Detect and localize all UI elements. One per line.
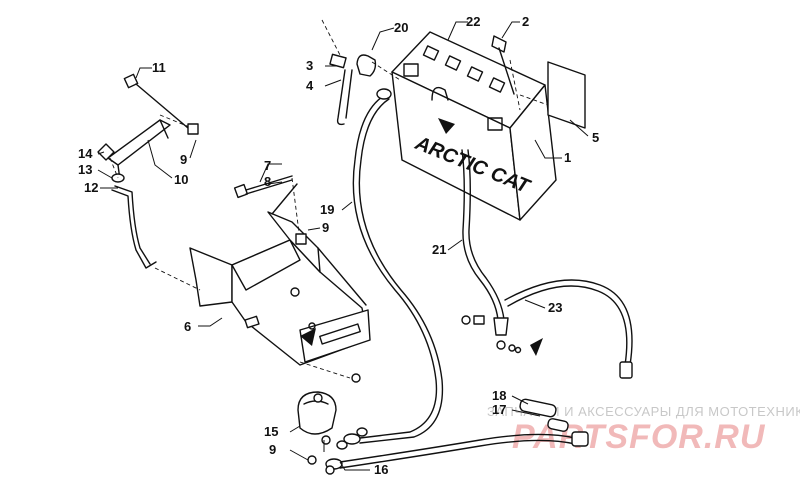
leader-lines xyxy=(97,21,589,471)
callout-3: 3 xyxy=(306,58,313,73)
terminal-boot xyxy=(519,398,569,432)
callout-16: 16 xyxy=(374,462,388,477)
callout-14: 14 xyxy=(78,146,93,161)
callout-13: 13 xyxy=(78,162,92,177)
callout-6: 6 xyxy=(184,319,191,334)
callout-9-solenoid: 9 xyxy=(269,442,276,457)
callout-2: 2 xyxy=(522,14,529,29)
battery-tray xyxy=(189,211,371,383)
callout-22: 22 xyxy=(466,14,480,29)
callout-5: 5 xyxy=(592,130,599,145)
tray-bolt xyxy=(233,175,307,245)
starter-solenoid xyxy=(297,391,337,475)
cable-16 xyxy=(325,427,589,470)
callout-18: 18 xyxy=(492,388,506,403)
callout-9-bracket: 9 xyxy=(180,152,187,167)
battery-strap xyxy=(111,185,201,291)
callout-9-tray: 9 xyxy=(322,220,329,235)
direction-arrow xyxy=(530,338,543,356)
watermark-tagline: ЗАПЧАСТИ И АКСЕССУАРЫ ДЛЯ МОТОТЕХНИКИ xyxy=(487,404,800,419)
terminal-bolt xyxy=(491,35,521,111)
callout-20: 20 xyxy=(394,20,408,35)
callout-labels: 1 2 3 4 5 6 7 8 9 9 9 10 11 12 13 14 15 … xyxy=(78,14,599,477)
callout-11: 11 xyxy=(152,60,166,75)
callout-8: 8 xyxy=(264,174,271,189)
callout-19: 19 xyxy=(320,202,334,217)
cable-23 xyxy=(504,279,633,379)
callout-1: 1 xyxy=(564,150,571,165)
vent-tube xyxy=(321,19,401,126)
callout-12: 12 xyxy=(84,180,98,195)
callout-23: 23 xyxy=(548,300,562,315)
callout-10: 10 xyxy=(174,172,188,187)
mounting-bracket xyxy=(107,73,199,181)
callout-4: 4 xyxy=(306,78,314,93)
cable-21 xyxy=(461,149,509,350)
callout-17: 17 xyxy=(492,402,506,417)
cable-19 xyxy=(343,88,444,445)
callout-21: 21 xyxy=(432,242,446,257)
callout-7: 7 xyxy=(264,158,271,173)
callout-15: 15 xyxy=(264,424,278,439)
wing-nut xyxy=(97,143,125,183)
battery-label-sticker xyxy=(547,61,586,129)
cable-23-hardware xyxy=(461,315,522,354)
battery: ARCTIC CAT xyxy=(391,31,557,221)
